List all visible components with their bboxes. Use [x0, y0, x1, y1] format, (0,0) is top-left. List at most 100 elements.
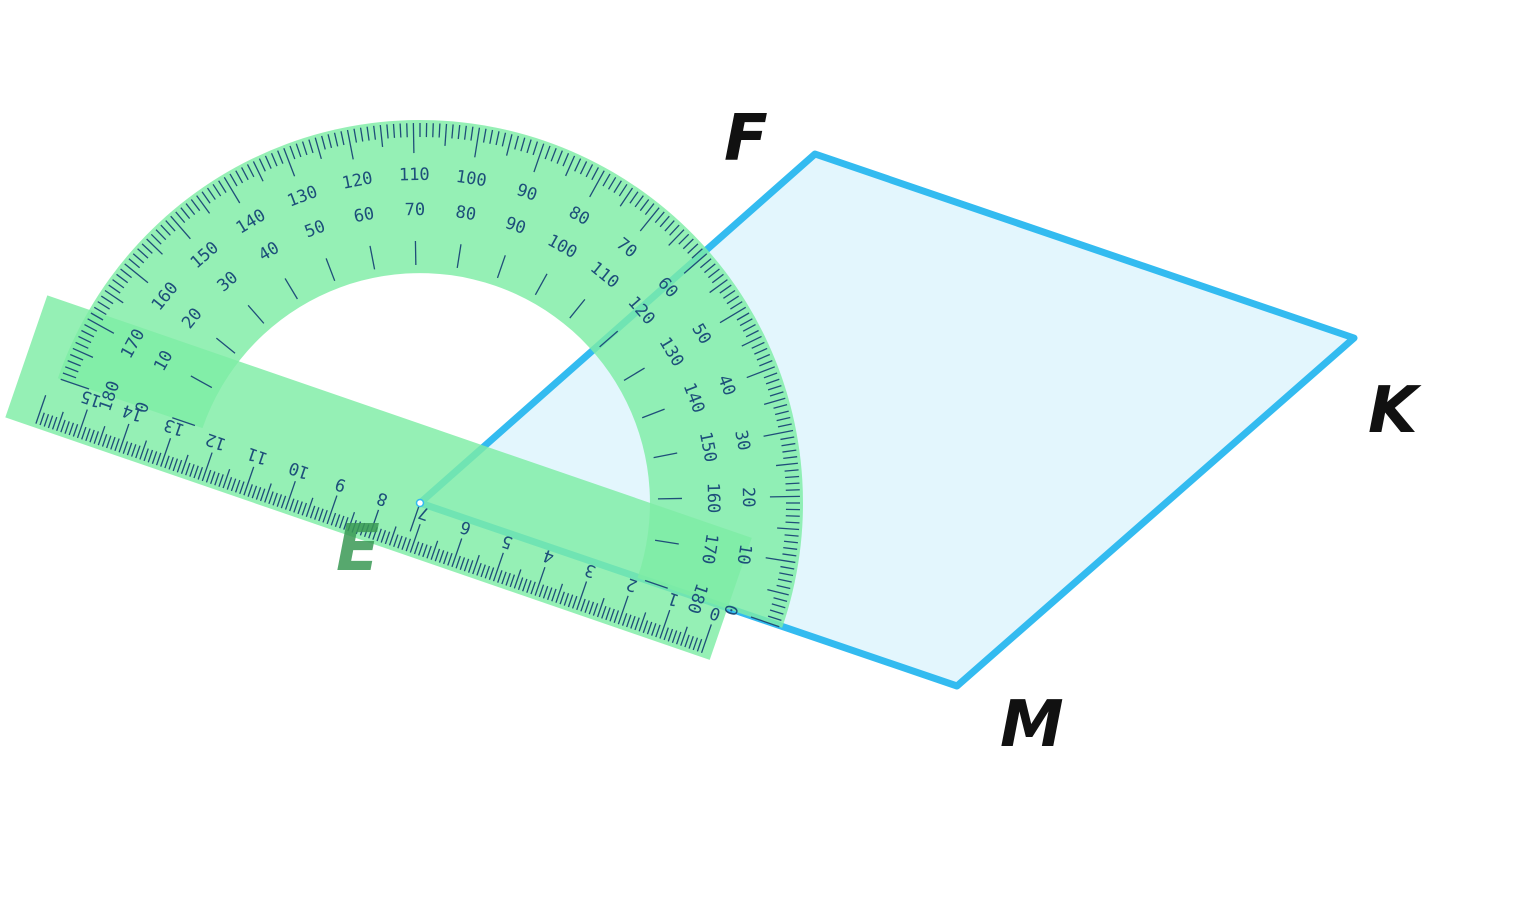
- protractor-tick: [359, 127, 364, 142]
- ruler-tick: [309, 505, 316, 519]
- protractor-tick: [769, 609, 784, 615]
- protractor-tick: [776, 584, 791, 590]
- ruler-tick: [447, 552, 453, 566]
- protractor-tick: [241, 167, 249, 181]
- ruler-tick: [155, 452, 162, 466]
- ruler-tick: [214, 472, 220, 486]
- ruler-tick: [646, 621, 653, 635]
- protractor-tick: [585, 164, 594, 178]
- ruler-tick: [688, 636, 694, 649]
- protractor-tick: [777, 527, 800, 531]
- vertex-label-K: K: [1368, 374, 1422, 448]
- protractor-tick: [155, 229, 167, 241]
- ruler-tick: [547, 587, 553, 601]
- ruler-tick: [659, 609, 671, 639]
- ruler-tick: [368, 509, 380, 539]
- ruler-tick: [201, 452, 213, 482]
- protractor-tick: [246, 164, 255, 178]
- ruler-tick: [93, 431, 100, 444]
- protractor-number: 100: [455, 167, 488, 192]
- protractor-tick: [501, 132, 507, 147]
- protractor-tick: [321, 135, 326, 150]
- protractor-tick: [668, 229, 685, 246]
- protractor-tick: [779, 572, 794, 577]
- ruler-tick: [205, 469, 212, 483]
- protractor-tick: [386, 124, 389, 139]
- ruler-tick: [43, 413, 50, 427]
- protractor-tick: [81, 329, 95, 338]
- ruler-tick: [239, 481, 245, 495]
- ruler-tick: [459, 557, 466, 570]
- ruler-tick: [630, 615, 636, 629]
- ruler-tick: [438, 550, 445, 563]
- protractor-tick: [532, 141, 539, 156]
- ruler-tick: [393, 534, 399, 548]
- ruler-tick: [430, 540, 439, 560]
- ruler-tick: [530, 581, 536, 595]
- protractor-tick: [783, 546, 798, 550]
- ruler-tick: [189, 464, 195, 477]
- ruler-tick: [305, 497, 314, 517]
- protractor-tick: [399, 123, 402, 138]
- protractor-tick: [229, 173, 238, 187]
- protractor-tick: [252, 161, 264, 182]
- protractor-tick: [783, 540, 798, 544]
- protractor-tick: [708, 268, 720, 279]
- ruler-tick: [251, 485, 258, 499]
- ruler-tick: [372, 527, 378, 540]
- ruler-tick: [343, 517, 349, 530]
- ruler-tick: [210, 471, 216, 485]
- protractor-tick: [373, 125, 377, 140]
- protractor-tick: [774, 410, 789, 416]
- protractor-tick: [451, 124, 454, 139]
- vertex-label-F: F: [724, 102, 768, 176]
- ruler-tick: [376, 528, 382, 542]
- ruler-tick: [409, 523, 421, 553]
- protractor-tick: [565, 155, 576, 177]
- ruler-tick: [451, 538, 463, 568]
- protractor-tick: [785, 489, 800, 491]
- ruler-tick: [268, 491, 274, 505]
- ruler-tick: [81, 426, 87, 440]
- ruler-tick: [276, 494, 283, 507]
- ruler-tick: [476, 562, 482, 576]
- protractor-tick: [711, 273, 724, 284]
- ruler-tick: [347, 511, 356, 532]
- ruler-tick: [264, 483, 272, 503]
- protractor-tick: [457, 125, 461, 140]
- protractor-tick: [618, 183, 628, 197]
- protractor-tick: [785, 521, 800, 524]
- protractor-tick: [425, 123, 428, 138]
- protractor-tick: [482, 128, 487, 143]
- ruler-tick: [284, 481, 296, 510]
- ruler-tick: [259, 488, 266, 502]
- ruler-tick: [355, 521, 362, 535]
- protractor-tick: [196, 195, 211, 214]
- ruler-tick: [56, 411, 64, 432]
- protractor-tick: [84, 324, 98, 332]
- ruler-tick: [592, 603, 599, 616]
- protractor-tick: [771, 603, 786, 609]
- protractor-tick: [719, 306, 747, 324]
- protractor-inner-tick: [496, 255, 506, 279]
- protractor-tick: [777, 423, 792, 428]
- protractor-tick: [763, 429, 794, 437]
- ruler-tick: [621, 613, 628, 626]
- ruler-tick: [397, 535, 403, 549]
- protractor-tick: [379, 125, 384, 148]
- ruler-tick: [692, 637, 699, 651]
- protractor-tick: [277, 150, 284, 164]
- protractor-tick: [664, 220, 675, 232]
- protractor-tick: [769, 391, 784, 397]
- ruler-tick: [35, 395, 47, 424]
- protractor-tick: [730, 301, 743, 310]
- ruler-tick: [513, 569, 522, 589]
- ruler-tick: [164, 455, 170, 469]
- protractor-tick: [785, 482, 800, 485]
- protractor-tick: [550, 148, 557, 162]
- ruler-tick: [700, 624, 712, 654]
- ruler-tick: [542, 585, 549, 599]
- protractor-tick: [780, 565, 795, 570]
